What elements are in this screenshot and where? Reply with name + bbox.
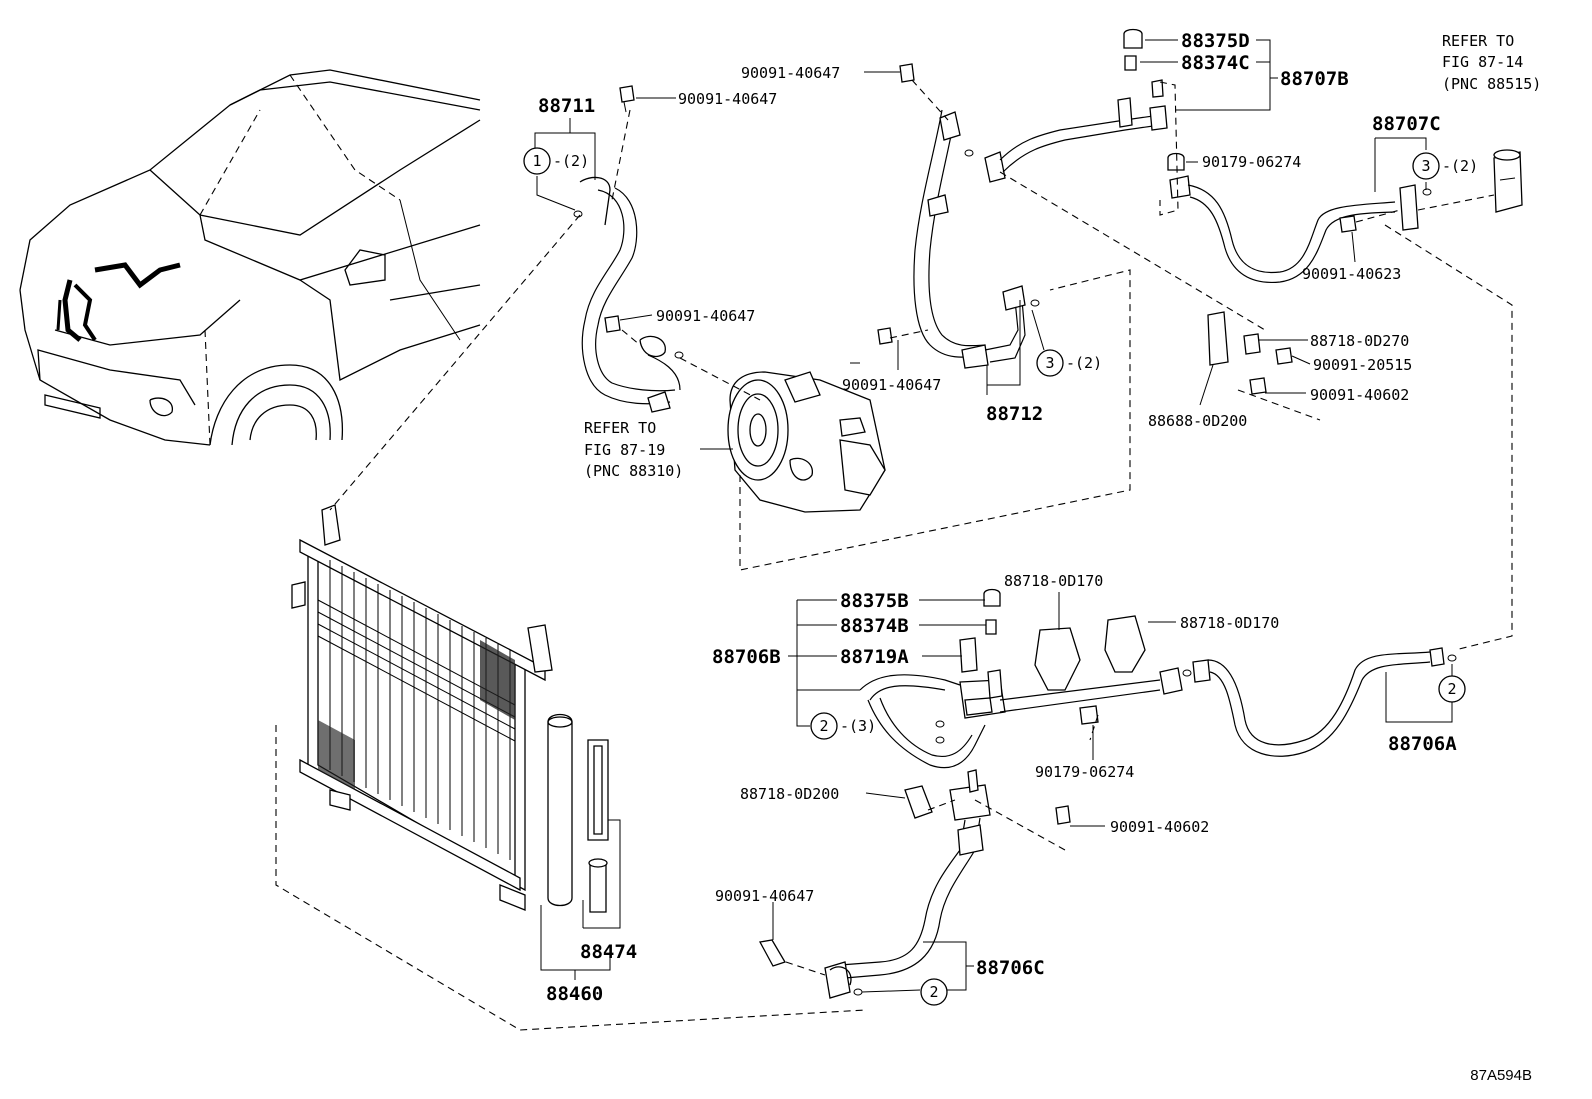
compressor-ref-line-1: REFER TO xyxy=(584,419,656,437)
qty-circle-3-88712: -(2) xyxy=(1066,354,1102,372)
condenser-assembly xyxy=(291,504,609,913)
callout-88707B: 88707B xyxy=(1280,68,1349,90)
circle-ref-2-88706B xyxy=(810,712,838,740)
callout-bolt-88712: 90091-40647 xyxy=(842,376,941,394)
callout-90091-40602-b: 90091-40602 xyxy=(1110,818,1209,836)
callout-bolt-top: 90091-40647 xyxy=(741,64,840,82)
callout-bolt-compressor: 90091-40647 xyxy=(656,307,755,325)
qty-circle-2-88706B: -(3) xyxy=(840,717,876,735)
assembly-dashed-lines xyxy=(275,79,1513,1031)
callout-88712: 88712 xyxy=(986,403,1043,425)
circle-ref-1 xyxy=(523,147,551,175)
compressor-ref-line-3: (PNC 88310) xyxy=(584,462,683,480)
circle-ref-1-label: 1 xyxy=(532,152,541,170)
callout-88711: 88711 xyxy=(538,95,595,117)
callout-88375D: 88375D xyxy=(1181,30,1250,52)
callout-bolt-88707C: 90091-40623 xyxy=(1302,265,1401,283)
callout-bolt-88711: 90091-40647 xyxy=(678,90,777,108)
leader-lines xyxy=(534,39,1453,993)
callout-88706C: 88706C xyxy=(976,957,1045,979)
callout-88718-0D270: 88718-0D270 xyxy=(1310,332,1409,350)
callout-88719A: 88719A xyxy=(840,646,909,668)
expansion-valve xyxy=(1493,149,1523,213)
callout-88707C: 88707C xyxy=(1372,113,1441,135)
callout-88474: 88474 xyxy=(580,941,637,963)
qty-circle-1: -(2) xyxy=(553,152,589,170)
expansion-valve-ref-line-2: FIG 87-14 xyxy=(1442,53,1523,71)
circle-ref-3-88712 xyxy=(1036,349,1064,377)
circle-ref-2-88706B-label: 2 xyxy=(819,717,828,735)
callout-bolt-88706C: 90091-40647 xyxy=(715,887,814,905)
figure-code: 87A594B xyxy=(1470,1067,1532,1084)
callout-88706A: 88706A xyxy=(1388,733,1457,755)
callout-90091-40602-a: 90091-40602 xyxy=(1310,386,1409,404)
callout-88374C: 88374C xyxy=(1181,52,1250,74)
reference-notes: REFER TO FIG 87-19 (PNC 88310) REFER TO … xyxy=(584,32,1541,480)
compressor-ref-line-2: FIG 87-19 xyxy=(584,441,665,459)
callout-88374B: 88374B xyxy=(840,615,909,637)
callout-88718-0D170-b: 88718-0D170 xyxy=(1180,614,1279,632)
callout-nut-88707C: 90179-06274 xyxy=(1202,153,1301,171)
part-number-callouts: 88711 90091-40647 90091-40647 90091-4064… xyxy=(538,30,1457,1005)
circle-reference-markers: 1 -(2) 3 -(2) 3 -(2) 2 -(3) 2 2 xyxy=(523,147,1478,1006)
circle-ref-2-88706C xyxy=(920,978,948,1006)
callout-88706B: 88706B xyxy=(712,646,781,668)
circle-ref-3-88712-label: 3 xyxy=(1045,354,1054,372)
circle-ref-2-88706C-label: 2 xyxy=(929,983,938,1001)
hoses-and-pipes xyxy=(579,79,1445,999)
circle-ref-2-88706A-label: 2 xyxy=(1447,680,1456,698)
expansion-valve-ref-line-3: (PNC 88515) xyxy=(1442,75,1541,93)
vehicle-illustration xyxy=(19,69,481,446)
circle-ref-3-88707C-label: 3 xyxy=(1421,157,1430,175)
circle-ref-3-88707C xyxy=(1412,152,1440,180)
callout-88718-0D170-a: 88718-0D170 xyxy=(1004,572,1103,590)
callout-88460: 88460 xyxy=(546,983,603,1005)
expansion-valve-ref-line-1: REFER TO xyxy=(1442,32,1514,50)
callout-90091-20515: 90091-20515 xyxy=(1313,356,1412,374)
callout-88375B: 88375B xyxy=(840,590,909,612)
callout-nut-88706B: 90179-06274 xyxy=(1035,763,1134,781)
compressor xyxy=(727,371,886,513)
fasteners-and-fittings xyxy=(573,28,1457,996)
callout-88688-0D200: 88688-0D200 xyxy=(1148,412,1247,430)
callout-88718-0D200: 88718-0D200 xyxy=(740,785,839,803)
qty-circle-3-88707C: -(2) xyxy=(1442,157,1478,175)
circle-ref-2-88706A xyxy=(1438,675,1466,703)
